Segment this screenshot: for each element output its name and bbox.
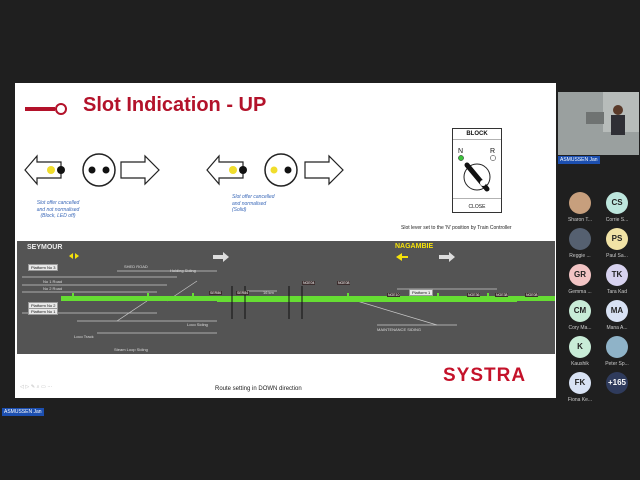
slide-title: Slot Indication - UP xyxy=(83,94,267,116)
avatar xyxy=(606,336,628,358)
participant-tile[interactable]: Sharon T... xyxy=(560,190,600,230)
shed-road-label: SHED ROAD xyxy=(124,264,148,269)
steam-loop-label: Steam Loop Siding xyxy=(114,347,148,352)
block-title: BLOCK xyxy=(466,131,488,137)
no2-road-label: No 2 Road xyxy=(43,286,63,291)
participant-tile[interactable]: GR Gemma ... xyxy=(560,262,600,302)
participant-name: Tara Kad xyxy=(606,289,627,295)
holding-siding-label: Holding Siding xyxy=(170,268,196,273)
nagambie-platform-1: Platform 1 xyxy=(409,289,434,296)
slide-tools[interactable]: ◁ ▷ ✎ ⌕ ▭ ⋯ xyxy=(20,384,53,390)
participant-tile[interactable]: PS Paul Sa... xyxy=(597,226,637,266)
signal-right-diagram xyxy=(206,153,344,187)
systra-logo: SYSTRA xyxy=(443,365,527,386)
nagambie-label: NAGAMBIE xyxy=(395,243,434,250)
track-diagram: SEYMOUR NAGAMBIE Platform No 3 Platform … xyxy=(17,241,555,354)
participant-tile[interactable]: Peter Sp... xyxy=(597,334,637,374)
participant-tile[interactable]: K Kaushik xyxy=(560,334,600,374)
shared-slide: Slot Indication - UP Slot offer cancelle… xyxy=(15,83,556,398)
right-caption: Slot offer cancelled and normalised (Sol… xyxy=(232,194,292,214)
platform-3: Platform No 3 xyxy=(28,264,59,271)
participant-tile[interactable]: MA Mana A... xyxy=(597,298,637,338)
route-label: SER86 xyxy=(209,291,223,295)
participant-name: Mana A... xyxy=(606,325,628,331)
block-lever-icon: N R xyxy=(453,139,501,199)
right-caption-line: Slot offer cancelled xyxy=(232,194,275,200)
avatar: GR xyxy=(569,264,591,286)
signal-logo-icon xyxy=(25,103,67,115)
route-label: NGE08 xyxy=(525,293,539,297)
route-label: NGE38 xyxy=(495,293,509,297)
left-caption-line: Slot offer cancelled xyxy=(36,200,80,206)
right-caption-line: (Solid) xyxy=(232,207,247,213)
participant-tile[interactable]: CS Corrie S... xyxy=(597,190,637,230)
participant-tile[interactable]: CM Cory Ma... xyxy=(560,298,600,338)
participant-name: Kaushik xyxy=(571,361,589,367)
svg-text:N: N xyxy=(458,148,463,155)
track-lines xyxy=(22,252,555,334)
route-label: NGE04 xyxy=(302,281,316,285)
svg-text:R: R xyxy=(490,148,495,155)
route-caption: Route setting in DOWN direction xyxy=(215,386,302,392)
block-lever-panel: BLOCK N R CLOSE xyxy=(452,128,502,213)
presenter-video[interactable] xyxy=(558,92,639,155)
left-caption: Slot offer cancelled and not normalised … xyxy=(23,200,93,220)
route-label: NGE10 xyxy=(387,293,401,297)
participant-name: Fiona Ke... xyxy=(567,397,593,403)
block-note: Slot lever set to the 'N' position by Tr… xyxy=(401,225,512,231)
avatar: CM xyxy=(569,300,591,322)
participant-name: Sharon T... xyxy=(567,217,593,223)
participant-name: Corrie S... xyxy=(605,217,629,223)
avatar: PS xyxy=(606,228,628,250)
left-caption-line: (Block, LED off) xyxy=(40,213,76,219)
close-label: CLOSE xyxy=(468,204,486,210)
km-label: 16 km xyxy=(263,290,274,295)
avatar: MA xyxy=(606,300,628,322)
participant-name: Cory Ma... xyxy=(568,325,592,331)
loco-siding-label: Loco Siding xyxy=(187,322,208,327)
presenter-name-tag: ASMUSSEN Jan xyxy=(558,156,600,164)
loco-track-label: Loco Track xyxy=(74,334,94,339)
participant-name: Peter Sp... xyxy=(605,361,629,367)
avatar: TK xyxy=(606,264,628,286)
participant-tile[interactable]: Reggie ... xyxy=(560,226,600,266)
maint-siding-label: MAINTENANCE SIDING xyxy=(377,327,422,332)
left-caption-line: and not normalised xyxy=(36,206,80,213)
participant-name: Gemma ... xyxy=(568,289,592,295)
avatar: CS xyxy=(606,192,628,214)
right-caption-line: and normalised xyxy=(232,200,267,207)
self-name-tag: ASMUSSEN Jan xyxy=(2,408,44,416)
avatar: K xyxy=(569,336,591,358)
no1-road-label: No 1 Road xyxy=(43,279,63,284)
route-label: NGE08 xyxy=(337,281,351,285)
route-label: SER84 xyxy=(236,291,250,295)
participant-tile[interactable]: +165 xyxy=(597,370,637,410)
avatar xyxy=(569,192,591,214)
seymour-label: SEYMOUR xyxy=(27,244,63,251)
route-label: NGE36 xyxy=(467,293,481,297)
participant-name: Paul Sa... xyxy=(606,253,628,259)
participant-tile[interactable]: TK Tara Kad xyxy=(597,262,637,302)
participant-name: Reggie ... xyxy=(569,253,591,259)
platform-1: Platform No 1 xyxy=(28,308,59,315)
avatar xyxy=(569,228,591,250)
presenter-video-frame xyxy=(558,92,639,155)
signal-left-diagram xyxy=(24,153,160,187)
avatar: FK xyxy=(569,372,591,394)
avatar: +165 xyxy=(606,372,628,394)
participant-tile[interactable]: FK Fiona Ke... xyxy=(560,370,600,410)
